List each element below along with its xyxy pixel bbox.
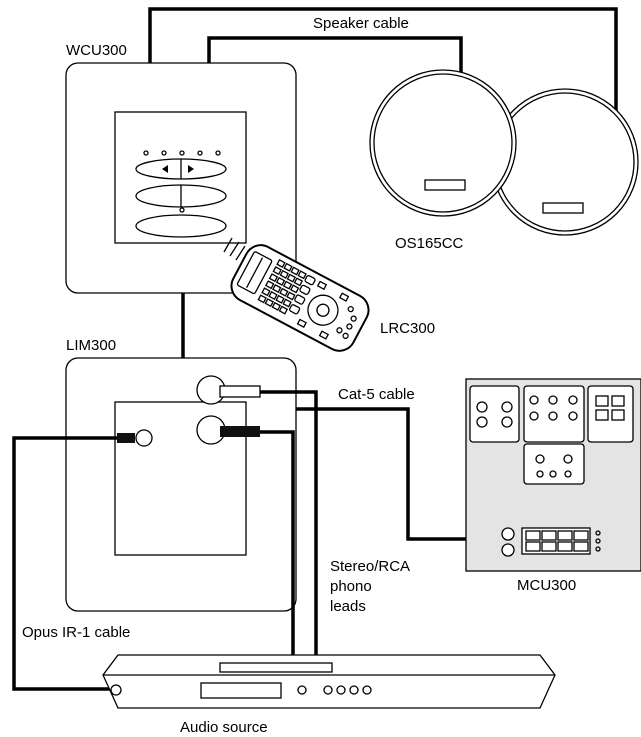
label-rca-line2: phono: [330, 578, 372, 595]
label-rca-line1: Stereo/RCA: [330, 558, 410, 575]
remote-nav-pad: [296, 280, 350, 340]
speaker-cable: [148, 7, 618, 118]
mcu300-unit: [465, 378, 641, 572]
wcu-power-button: [135, 214, 227, 238]
speaker-left: [369, 69, 517, 217]
wcu-indicator-leds: [143, 150, 221, 213]
remote-keypad: [257, 259, 316, 315]
wcu-source-buttons: [135, 184, 227, 208]
lrc300-remote: [230, 244, 370, 352]
label-cat5-cable: Cat-5 cable: [338, 386, 415, 403]
rca-phono-leads: [219, 385, 318, 689]
label-os165cc: OS165CC: [395, 235, 464, 252]
remote-side-buttons: [336, 305, 357, 339]
ir-beam-marks: [223, 237, 246, 261]
lim300-unit: [65, 357, 297, 612]
wcu-volume-buttons: [135, 158, 227, 180]
lim-ir-socket: [135, 429, 153, 447]
mcu-cat5-ports: [501, 527, 601, 557]
label-lrc300: LRC300: [380, 320, 435, 337]
audio-source-unit: [102, 654, 556, 709]
label-mcu300: MCU300: [517, 577, 576, 594]
wcu300-unit: [65, 62, 297, 294]
cat5-cable: [296, 407, 496, 541]
label-speaker-cable: Speaker cable: [313, 15, 409, 32]
os165cc-speakers: [369, 69, 639, 236]
label-lim300: LIM300: [66, 337, 116, 354]
label-audio-source: Audio source: [180, 719, 268, 736]
label-ir-cable: Opus IR-1 cable: [22, 624, 130, 641]
label-rca-line3: leads: [330, 598, 366, 615]
label-wcu300: WCU300: [66, 42, 127, 59]
